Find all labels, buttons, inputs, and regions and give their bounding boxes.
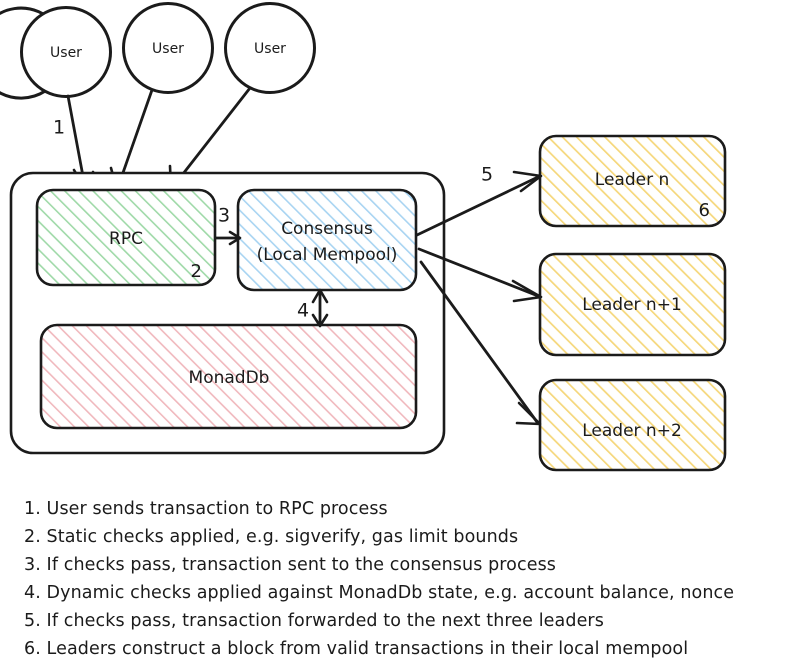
- rpc-label: RPC: [109, 229, 143, 249]
- user-label: User: [50, 45, 82, 61]
- leader-n1-label: Leader n+1: [582, 295, 682, 315]
- monaddb-node[interactable]: MonadDb: [39, 323, 418, 430]
- consensus-label-line1: Consensus: [281, 219, 373, 239]
- consensus-node[interactable]: Consensus (Local Mempool): [236, 188, 418, 292]
- user-node-1[interactable]: User: [0, 6, 112, 100]
- edge-consensus-to-leader-n: 5: [415, 164, 543, 237]
- legend-item-5: 5. If checks pass, transaction forwarded…: [24, 611, 604, 631]
- legend-item-6: 6. Leaders construct a block from valid …: [24, 639, 688, 658]
- user-label: User: [152, 41, 184, 57]
- leader-n-node[interactable]: Leader n 6: [538, 134, 727, 228]
- legend-item-2: 2. Static checks applied, e.g. sigverify…: [24, 527, 518, 547]
- user-label: User: [254, 41, 286, 57]
- edge-rpc-to-consensus: 3: [214, 205, 242, 246]
- leader-n-label: Leader n: [595, 170, 669, 190]
- monaddb-label: MonadDb: [189, 368, 270, 388]
- edge-label-3: 3: [218, 205, 230, 227]
- edge-consensus-monaddb: 4: [297, 288, 329, 328]
- leader-n-step-number: 6: [699, 200, 710, 221]
- leader-n2-label: Leader n+2: [582, 421, 682, 441]
- consensus-label-line2: (Local Mempool): [257, 245, 398, 265]
- leader-n2-node[interactable]: Leader n+2: [538, 378, 727, 472]
- legend-list: 1. User sends transaction to RPC process…: [24, 499, 734, 658]
- rpc-step-number: 2: [191, 261, 202, 282]
- edge-consensus-to-leader-n2: [419, 260, 542, 426]
- legend-item-3: 3. If checks pass, transaction sent to t…: [24, 555, 556, 575]
- edge-label-4: 4: [297, 300, 309, 322]
- user-node-3[interactable]: User: [224, 2, 316, 94]
- leader-n1-node[interactable]: Leader n+1: [538, 252, 727, 357]
- edge-label-5: 5: [481, 164, 493, 186]
- edge-consensus-to-leader-n1: [417, 247, 543, 303]
- edge-label-1: 1: [53, 117, 65, 139]
- legend-item-4: 4. Dynamic checks applied against MonadD…: [24, 583, 734, 603]
- legend-item-1: 1. User sends transaction to RPC process: [24, 499, 388, 519]
- rpc-node[interactable]: RPC 2: [35, 188, 217, 287]
- user-node-2[interactable]: User: [122, 2, 214, 94]
